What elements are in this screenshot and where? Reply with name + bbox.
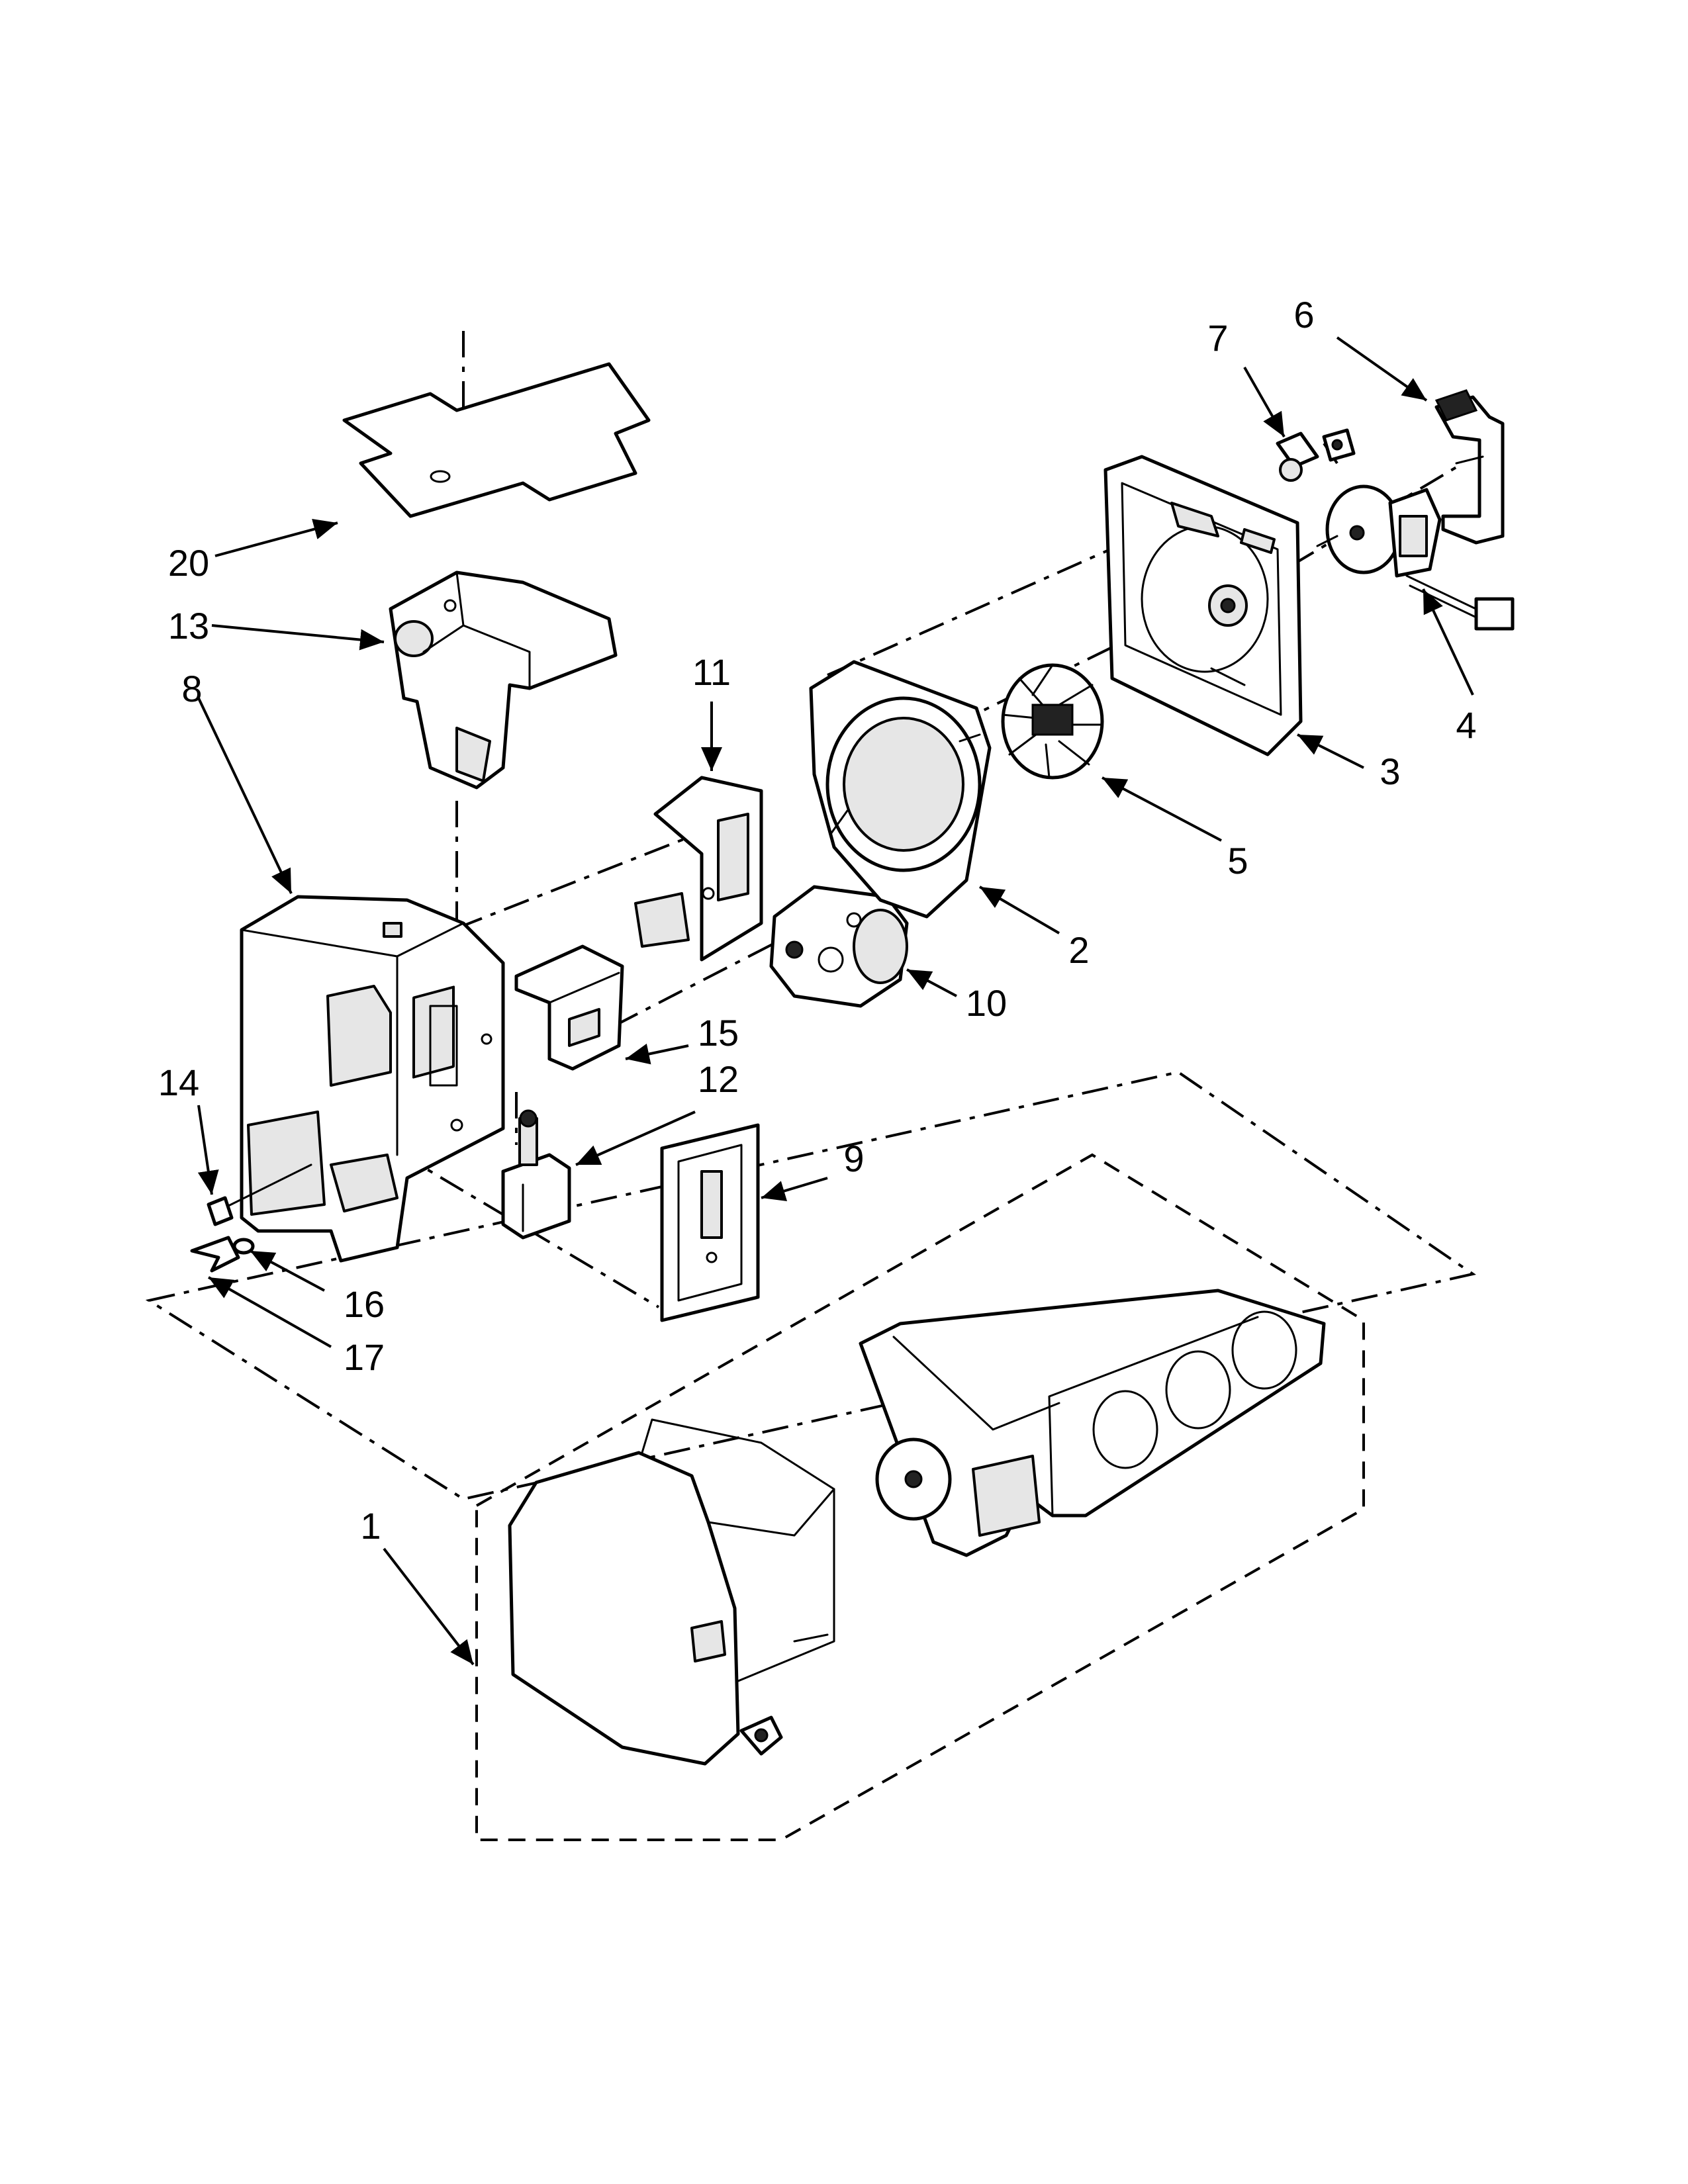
part-4-fan-motor: [1316, 484, 1515, 631]
part-5-impeller: [1001, 663, 1104, 780]
callout-4: 4: [1456, 704, 1476, 746]
callout-17: 17: [344, 1336, 385, 1378]
leader-lines: [197, 336, 1474, 1666]
part-3-fan-frame: [1103, 455, 1303, 756]
part-1-ice-bucket-assembly: [508, 1289, 1326, 1766]
part-10-motor: [769, 885, 909, 1008]
callout-3: 3: [1380, 751, 1400, 792]
callout-10: 10: [966, 982, 1007, 1024]
callout-16: 16: [344, 1283, 385, 1325]
part-11-bracket: [634, 776, 763, 962]
callout-15: 15: [698, 1012, 739, 1054]
part-8-housing: [240, 895, 505, 1263]
callout-12: 12: [698, 1058, 739, 1100]
part-9-cover-plate: [660, 1123, 760, 1322]
callout-8: 8: [181, 668, 202, 709]
part-12-solenoid: [501, 1109, 571, 1240]
callout-2: 2: [1068, 929, 1089, 971]
callout-6: 6: [1293, 294, 1314, 336]
callout-1: 1: [360, 1505, 381, 1547]
callout-20: 20: [168, 542, 209, 584]
part-17-clip: [190, 1236, 240, 1273]
part-7-clip: [1276, 428, 1356, 482]
callout-7: 7: [1207, 317, 1228, 359]
part-6-motor-bracket: [1434, 389, 1505, 545]
group-outline-lower: [475, 1153, 1365, 1841]
part-16-washer: [232, 1238, 255, 1255]
part-14-screw: [207, 1163, 312, 1226]
callout-14: 14: [158, 1062, 199, 1103]
part-15-switch-bracket: [514, 944, 624, 1071]
callout-5: 5: [1227, 840, 1248, 882]
part-2-fan-shroud: [809, 660, 992, 919]
part-13-duct: [389, 570, 618, 790]
callout-labels: 6 7 4 3 5 2 10 11 20 13 8 15 12 9 14 16 …: [158, 294, 1477, 1547]
callout-9: 9: [843, 1138, 864, 1179]
callout-13: 13: [168, 605, 209, 647]
callout-11: 11: [692, 651, 731, 693]
group-outline-upper: [145, 1070, 1476, 1501]
part-20-gasket: [342, 362, 651, 518]
